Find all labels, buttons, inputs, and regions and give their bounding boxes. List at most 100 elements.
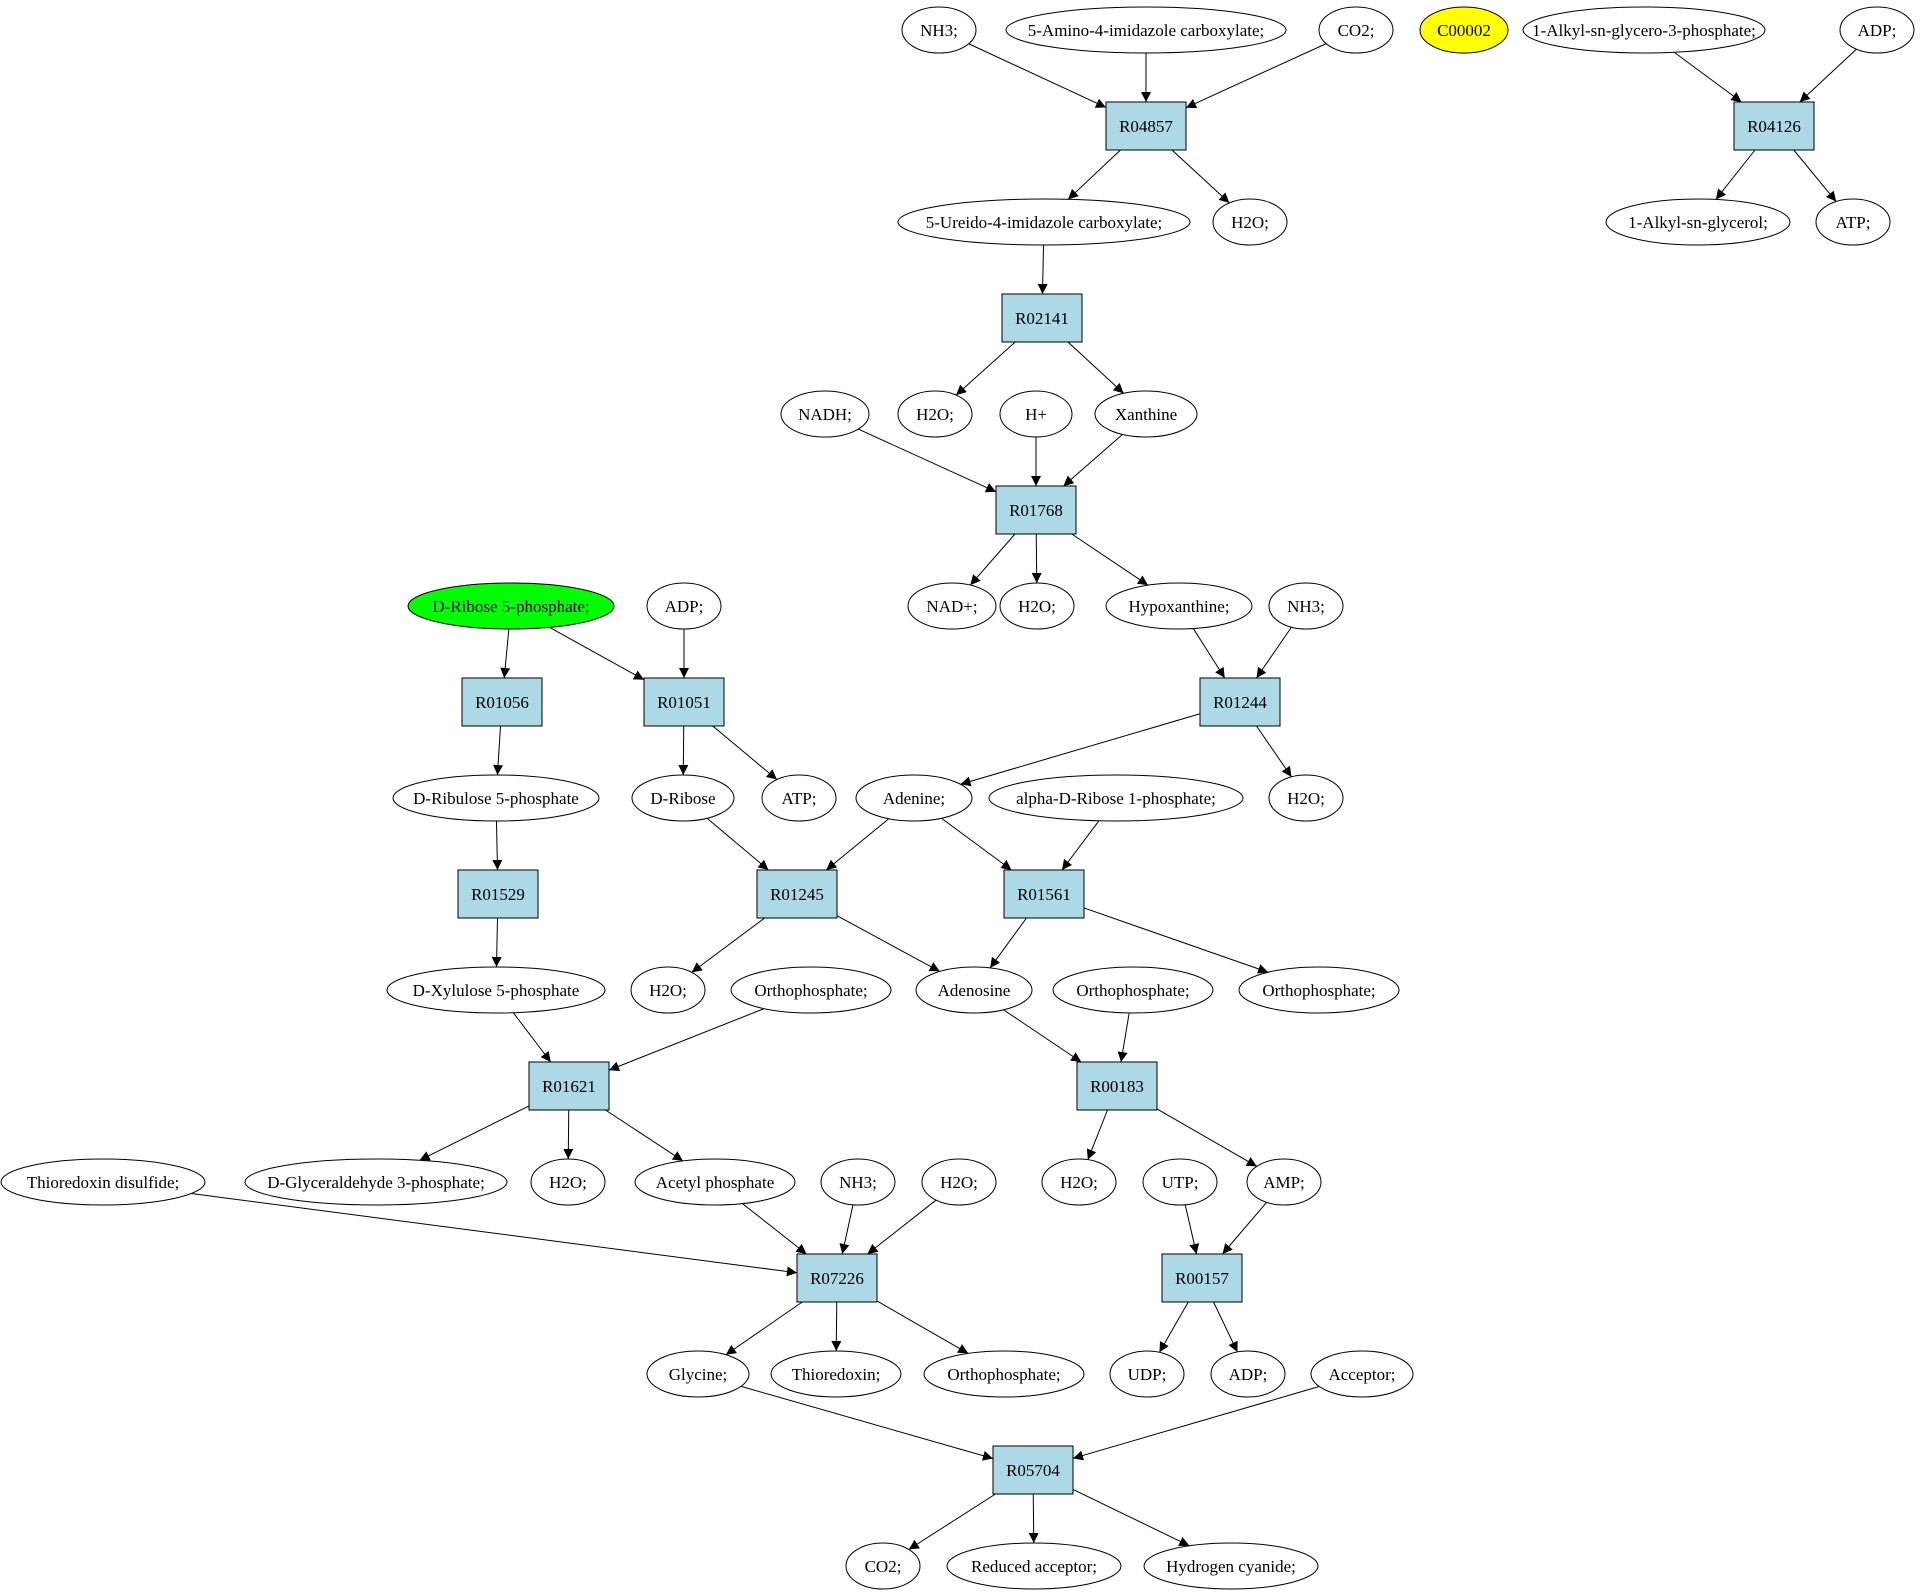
compound-node-d-ribose[interactable]: D-Ribose: [631, 774, 735, 822]
compound-node-h2o[interactable]: H2O;: [1212, 198, 1288, 246]
compound-ellipse: [386, 966, 606, 1014]
compound-node-h2o[interactable]: H2O;: [921, 1158, 997, 1206]
compound-node-h2o[interactable]: H2O;: [1268, 774, 1344, 822]
reaction-node-r02141[interactable]: R02141: [1001, 293, 1083, 343]
reaction-node-r01768[interactable]: R01768: [995, 485, 1077, 535]
node-label: H2O;: [1287, 789, 1325, 808]
node-label: R01056: [475, 693, 529, 712]
edge-n-utp-to-r00157: [1184, 1204, 1200, 1255]
node-label: R01245: [770, 885, 824, 904]
compound-ellipse: [1268, 774, 1344, 822]
compound-node-amp[interactable]: AMP;: [1246, 1158, 1322, 1206]
reaction-node-r01051[interactable]: R01051: [643, 677, 725, 727]
compound-ellipse: [0, 1158, 206, 1206]
reaction-node-r04857[interactable]: R04857: [1105, 101, 1187, 151]
node-label: R00157: [1175, 1269, 1229, 1288]
edge-n-adr1p-to-r01561: [1061, 820, 1100, 871]
compound-node-5-ureido-4-imidazole-carboxylate[interactable]: 5-Ureido-4-imidazole carboxylate;: [897, 198, 1191, 246]
node-label: 1-Alkyl-sn-glycero-3-phosphate;: [1532, 21, 1756, 40]
compound-node-adp[interactable]: ADP;: [1839, 6, 1915, 54]
compound-node-5-amino-4-imidazole-carboxylate[interactable]: 5-Amino-4-imidazole carboxylate;: [1005, 6, 1287, 54]
compound-ellipse: [631, 774, 735, 822]
compound-ellipse: [1105, 582, 1253, 630]
compound-node-h2o[interactable]: H2O;: [897, 390, 973, 438]
compound-ellipse: [780, 390, 870, 438]
edge-n-nh3-a-to-r04857: [968, 43, 1107, 108]
reaction-node-r00157[interactable]: R00157: [1161, 1253, 1243, 1303]
reaction-node-r07226[interactable]: R07226: [796, 1253, 878, 1303]
compound-node-hypoxanthine[interactable]: Hypoxanthine;: [1105, 582, 1253, 630]
reaction-node-r01621[interactable]: R01621: [528, 1061, 610, 1111]
compound-node-reduced-acceptor[interactable]: Reduced acceptor;: [946, 1542, 1122, 1590]
node-label: ATP;: [1836, 213, 1871, 232]
compound-ellipse: [1522, 6, 1766, 54]
compound-node-d-glyceraldehyde-3-phosphate[interactable]: D-Glyceraldehyde 3-phosphate;: [244, 1158, 508, 1206]
compound-node-1-alkyl-sn-glycerol[interactable]: 1-Alkyl-sn-glycerol;: [1605, 198, 1791, 246]
compound-node-thioredoxin[interactable]: Thioredoxin;: [770, 1350, 902, 1398]
compound-node-orthophosphate[interactable]: Orthophosphate;: [923, 1350, 1085, 1398]
compound-node-h2o[interactable]: H2O;: [1041, 1158, 1117, 1206]
compound-node-atp[interactable]: ATP;: [761, 774, 837, 822]
compound-node-d-ribulose-5-phosphate[interactable]: D-Ribulose 5-phosphate: [392, 774, 600, 822]
compound-node-adenine[interactable]: Adenine;: [855, 774, 973, 822]
reaction-node-r01561[interactable]: R01561: [1003, 869, 1085, 919]
compound-ellipse: [1246, 1158, 1322, 1206]
node-label: UTP;: [1162, 1173, 1199, 1192]
reaction-node-r01244[interactable]: R01244: [1199, 677, 1281, 727]
compound-node-nadh[interactable]: NADH;: [780, 390, 870, 438]
compound-node-adp[interactable]: ADP;: [646, 582, 722, 630]
compound-node-glycine[interactable]: Glycine;: [646, 1350, 750, 1398]
compound-node-co2[interactable]: CO2;: [845, 1542, 921, 1590]
compound-ellipse: [1268, 582, 1344, 630]
compound-node-thioredoxin-disulfide[interactable]: Thioredoxin disulfide;: [0, 1158, 206, 1206]
compound-node-orthophosphate[interactable]: Orthophosphate;: [1052, 966, 1214, 1014]
compound-node-hydrogen-cyanide[interactable]: Hydrogen cyanide;: [1143, 1542, 1319, 1590]
node-label: D-Ribose: [650, 789, 715, 808]
node-label: Adenosine: [938, 981, 1011, 1000]
reaction-node-r01056[interactable]: R01056: [461, 677, 543, 727]
compound-ellipse: [1094, 390, 1198, 438]
compound-node-orthophosphate[interactable]: Orthophosphate;: [730, 966, 892, 1014]
compound-node-co2[interactable]: CO2;: [1318, 6, 1394, 54]
compound-node-h2o[interactable]: H2O;: [630, 966, 706, 1014]
edge-n-dr5p-to-r01051: [549, 626, 645, 681]
compound-ellipse: [1143, 1542, 1319, 1590]
node-label: D-Ribulose 5-phosphate: [413, 789, 579, 808]
compound-node-nh3[interactable]: NH3;: [901, 6, 977, 54]
reaction-box: [1001, 293, 1083, 343]
compound-ellipse: [1109, 1350, 1185, 1398]
reaction-node-r05704[interactable]: R05704: [992, 1445, 1074, 1495]
compound-node-nh3[interactable]: NH3;: [820, 1158, 896, 1206]
compound-node-atp[interactable]: ATP;: [1815, 198, 1891, 246]
compound-node-d-ribose-5-phosphate[interactable]: D-Ribose 5-phosphate;: [407, 582, 615, 630]
compound-node-acetyl-phosphate[interactable]: Acetyl phosphate: [634, 1158, 796, 1206]
compound-node-acceptor[interactable]: Acceptor;: [1310, 1350, 1414, 1398]
compound-ellipse: [897, 390, 973, 438]
compound-node-udp[interactable]: UDP;: [1109, 1350, 1185, 1398]
edge-n-acceptor-to-r05704: [1072, 1386, 1320, 1461]
compound-ellipse: [407, 582, 615, 630]
compound-node-d-xylulose-5-phosphate[interactable]: D-Xylulose 5-phosphate: [386, 966, 606, 1014]
node-label: NH3;: [839, 1173, 877, 1192]
node-label: Hypoxanthine;: [1128, 597, 1229, 616]
compound-node-1-alkyl-sn-glycero-3-phosphate[interactable]: 1-Alkyl-sn-glycero-3-phosphate;: [1522, 6, 1766, 54]
compound-node-h2o[interactable]: H2O;: [999, 582, 1075, 630]
edge-n-thiodis-to-r07226: [191, 1193, 798, 1277]
reaction-node-r01529[interactable]: R01529: [457, 869, 539, 919]
edge-r01621-to-n-dga3p: [419, 1105, 530, 1161]
compound-node-nh3[interactable]: NH3;: [1268, 582, 1344, 630]
compound-node-c00002[interactable]: C00002: [1419, 6, 1509, 54]
compound-node-h2o[interactable]: H2O;: [530, 1158, 606, 1206]
reaction-node-r01245[interactable]: R01245: [756, 869, 838, 919]
compound-ellipse: [1212, 198, 1288, 246]
reaction-node-r00183[interactable]: R00183: [1076, 1061, 1158, 1111]
compound-node-alpha-d-ribose-1-phosphate[interactable]: alpha-D-Ribose 1-phosphate;: [988, 774, 1244, 822]
compound-node-adp[interactable]: ADP;: [1210, 1350, 1286, 1398]
compound-node-h[interactable]: H+: [999, 390, 1073, 438]
compound-node-adenosine[interactable]: Adenosine: [915, 966, 1033, 1014]
compound-node-xanthine[interactable]: Xanthine: [1094, 390, 1198, 438]
compound-node-utp[interactable]: UTP;: [1142, 1158, 1218, 1206]
compound-node-orthophosphate[interactable]: Orthophosphate;: [1238, 966, 1400, 1014]
compound-node-nad[interactable]: NAD+;: [907, 582, 997, 630]
reaction-node-r04126[interactable]: R04126: [1733, 101, 1815, 151]
